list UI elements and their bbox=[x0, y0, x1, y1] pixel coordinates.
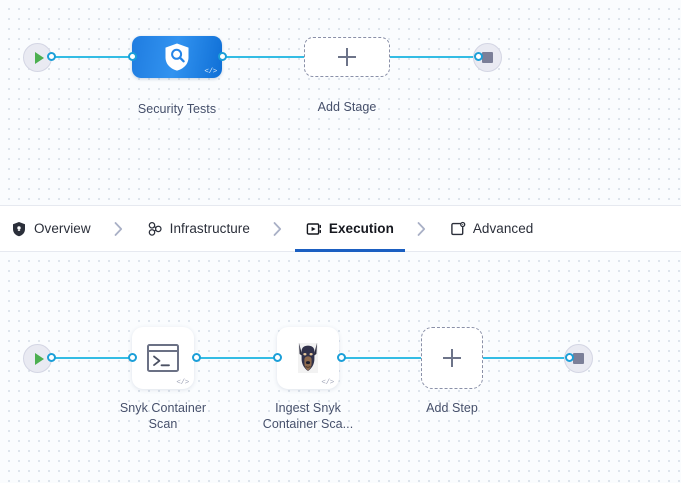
plus-icon bbox=[338, 48, 356, 66]
shield-search-icon bbox=[165, 43, 189, 71]
play-icon bbox=[34, 51, 44, 64]
pipeline-stage-canvas[interactable]: </> Security Tests Add Stage bbox=[0, 0, 681, 205]
chevron-right-icon bbox=[274, 221, 282, 236]
pipeline-step-canvas[interactable]: </> Snyk Container Scan </> Ingest Snyk … bbox=[0, 252, 681, 483]
edge-ingest-to-add-step bbox=[341, 357, 421, 359]
step-label-ingest-snyk-container-scan: Ingest Snyk Container Sca... bbox=[262, 401, 354, 431]
snyk-output-port[interactable] bbox=[192, 353, 201, 362]
tab-separator-3 bbox=[405, 221, 439, 237]
edge-snyk-to-ingest bbox=[196, 357, 278, 359]
tab-separator-2 bbox=[261, 221, 295, 237]
add-step-button[interactable] bbox=[421, 327, 483, 389]
pipeline-end-node[interactable] bbox=[473, 43, 502, 72]
stage-node-security-tests[interactable]: </> bbox=[132, 36, 222, 78]
ingest-output-port[interactable] bbox=[337, 353, 346, 362]
chevron-right-icon bbox=[114, 221, 123, 236]
step-node-ingest-snyk-container-scan[interactable]: </> bbox=[277, 327, 339, 389]
edge-start-to-snyk-container-scan bbox=[50, 357, 132, 359]
start-output-port[interactable] bbox=[47, 52, 56, 61]
tab-label-infrastructure: Infrastructure bbox=[169, 221, 250, 236]
play-icon bbox=[34, 352, 44, 365]
stop-icon bbox=[573, 353, 584, 364]
step-start-output-port[interactable] bbox=[47, 353, 56, 362]
stop-icon bbox=[482, 52, 493, 63]
tab-execution[interactable]: Execution bbox=[294, 206, 405, 252]
tab-label-advanced: Advanced bbox=[472, 221, 534, 236]
code-badge: </> bbox=[204, 68, 217, 76]
tab-infrastructure[interactable]: Infrastructure bbox=[136, 206, 261, 252]
chevron-right-icon bbox=[417, 221, 426, 236]
plus-icon bbox=[443, 349, 461, 367]
code-badge: </> bbox=[176, 379, 189, 387]
snyk-input-port[interactable] bbox=[128, 353, 137, 362]
terminal-icon bbox=[147, 344, 179, 372]
add-stage-button[interactable] bbox=[304, 37, 390, 77]
nodes-icon bbox=[148, 221, 162, 236]
step-node-snyk-container-scan[interactable]: </> bbox=[132, 327, 194, 389]
edge-add-step-to-end bbox=[483, 357, 568, 359]
security-tests-input-port[interactable] bbox=[128, 52, 137, 61]
play-screen-icon bbox=[306, 222, 321, 235]
shield-icon bbox=[13, 221, 25, 236]
step-label-snyk-container-scan: Snyk Container Scan bbox=[119, 401, 207, 431]
add-step-label: Add Step bbox=[426, 401, 478, 415]
pipeline-tabbar: Overview Infrastructure bbox=[0, 205, 681, 252]
end-input-port[interactable] bbox=[474, 52, 483, 61]
tab-advanced[interactable]: Advanced bbox=[439, 206, 544, 252]
step-end-input-port[interactable] bbox=[565, 353, 574, 362]
tab-overview[interactable]: Overview bbox=[0, 206, 102, 252]
stage-label-security-tests: Security Tests bbox=[137, 102, 217, 116]
code-badge: </> bbox=[321, 379, 334, 387]
edge-security-tests-to-add-stage bbox=[222, 56, 305, 58]
tab-label-overview: Overview bbox=[34, 221, 91, 236]
ingest-input-port[interactable] bbox=[273, 353, 282, 362]
card-gear-icon bbox=[451, 221, 466, 235]
doberman-icon bbox=[298, 343, 318, 373]
security-tests-output-port[interactable] bbox=[218, 52, 227, 61]
tab-separator-1 bbox=[102, 221, 136, 237]
edge-add-stage-to-end bbox=[390, 56, 478, 58]
add-stage-label: Add Stage bbox=[317, 100, 377, 114]
edge-start-to-security-tests bbox=[50, 56, 135, 58]
tab-label-execution: Execution bbox=[328, 221, 394, 236]
